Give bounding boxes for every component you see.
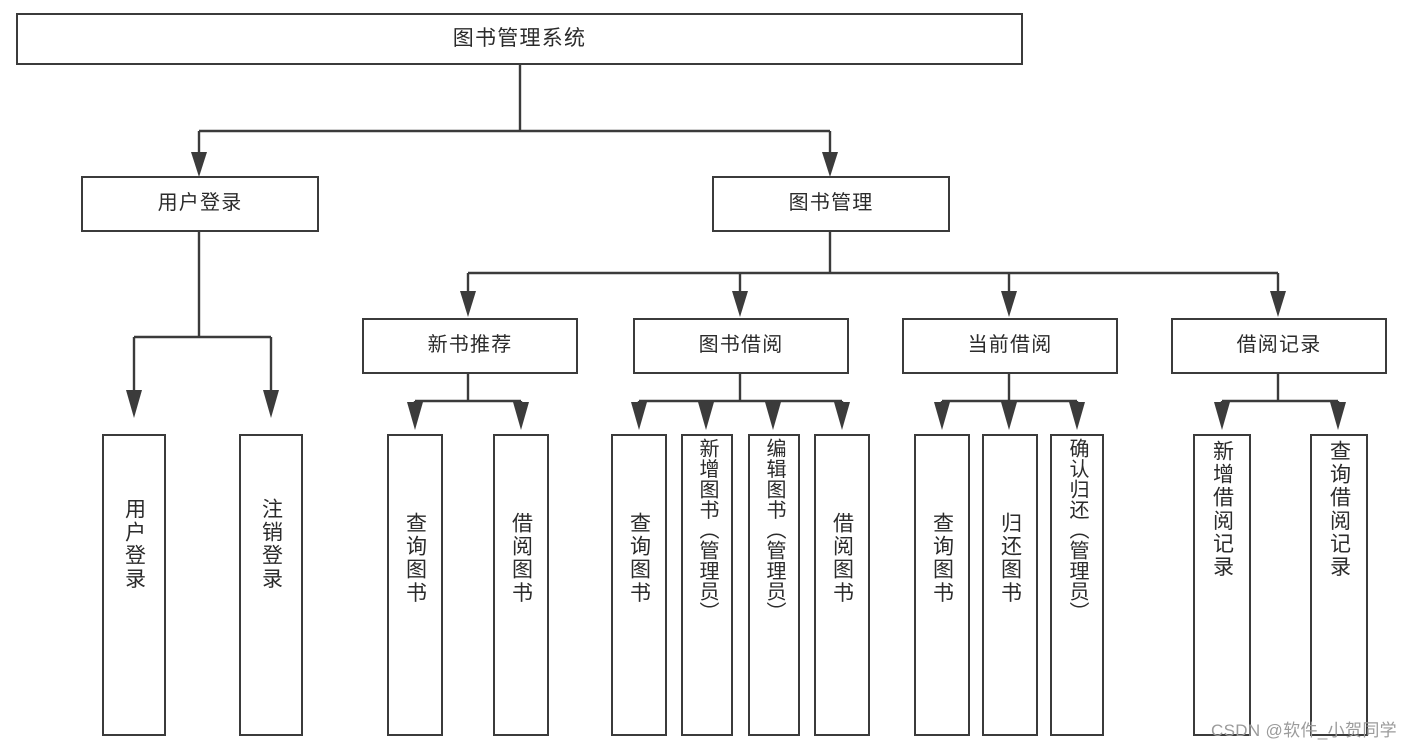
node-book-management[interactable]: 图书管理: [712, 176, 950, 232]
node-label: 图书管理: [788, 192, 874, 215]
watermark: CSDN @软件_小贺同学: [1210, 721, 1397, 740]
node-label: 借阅记录: [1236, 334, 1322, 357]
leaf-confirm-return-admin[interactable]: 确认归还（管理员）: [1050, 434, 1104, 736]
node-label: 用户登录: [157, 192, 243, 215]
leaf-query-book-recommend[interactable]: 查询图书: [387, 434, 443, 736]
node-label: 图书管理系统: [452, 26, 587, 50]
leaf-query-book-borrow[interactable]: 查询图书: [611, 434, 667, 736]
node-borrow-record[interactable]: 借阅记录: [1171, 318, 1387, 374]
node-label: 查询借阅记录: [1327, 440, 1351, 579]
leaf-query-book-current[interactable]: 查询图书: [914, 434, 970, 736]
node-label: 新增借阅记录: [1210, 440, 1234, 579]
leaf-borrow-book-recommend[interactable]: 借阅图书: [493, 434, 549, 736]
node-label: 借阅图书: [830, 512, 854, 605]
node-label: 用户登录: [122, 498, 146, 591]
leaf-logout[interactable]: 注销登录: [239, 434, 303, 736]
leaf-borrow-book[interactable]: 借阅图书: [814, 434, 870, 736]
node-label: 注销登录: [259, 498, 283, 591]
node-label: 新增图书（管理员）: [696, 438, 718, 622]
leaf-add-borrow-record[interactable]: 新增借阅记录: [1193, 434, 1251, 736]
node-label: 查询图书: [930, 512, 954, 605]
leaf-return-book[interactable]: 归还图书: [982, 434, 1038, 736]
node-label: 查询图书: [627, 512, 651, 605]
node-label: 新书推荐: [427, 334, 513, 357]
node-book-borrow[interactable]: 图书借阅: [633, 318, 849, 374]
node-label: 归还图书: [998, 512, 1022, 605]
node-new-book-recommend[interactable]: 新书推荐: [362, 318, 578, 374]
leaf-edit-book-admin[interactable]: 编辑图书（管理员）: [748, 434, 800, 736]
node-user-login[interactable]: 用户登录: [81, 176, 319, 232]
leaf-query-borrow-record[interactable]: 查询借阅记录: [1310, 434, 1368, 736]
node-label: 图书借阅: [698, 334, 784, 357]
node-label: 当前借阅: [967, 334, 1053, 357]
node-label: 编辑图书（管理员）: [763, 438, 785, 622]
node-root-book-management-system[interactable]: 图书管理系统: [16, 13, 1023, 65]
node-label: 确认归还（管理员）: [1066, 438, 1088, 622]
leaf-add-book-admin[interactable]: 新增图书（管理员）: [681, 434, 733, 736]
node-label: 借阅图书: [509, 512, 533, 605]
node-current-borrow[interactable]: 当前借阅: [902, 318, 1118, 374]
leaf-user-login[interactable]: 用户登录: [102, 434, 166, 736]
node-label: 查询图书: [403, 512, 427, 605]
